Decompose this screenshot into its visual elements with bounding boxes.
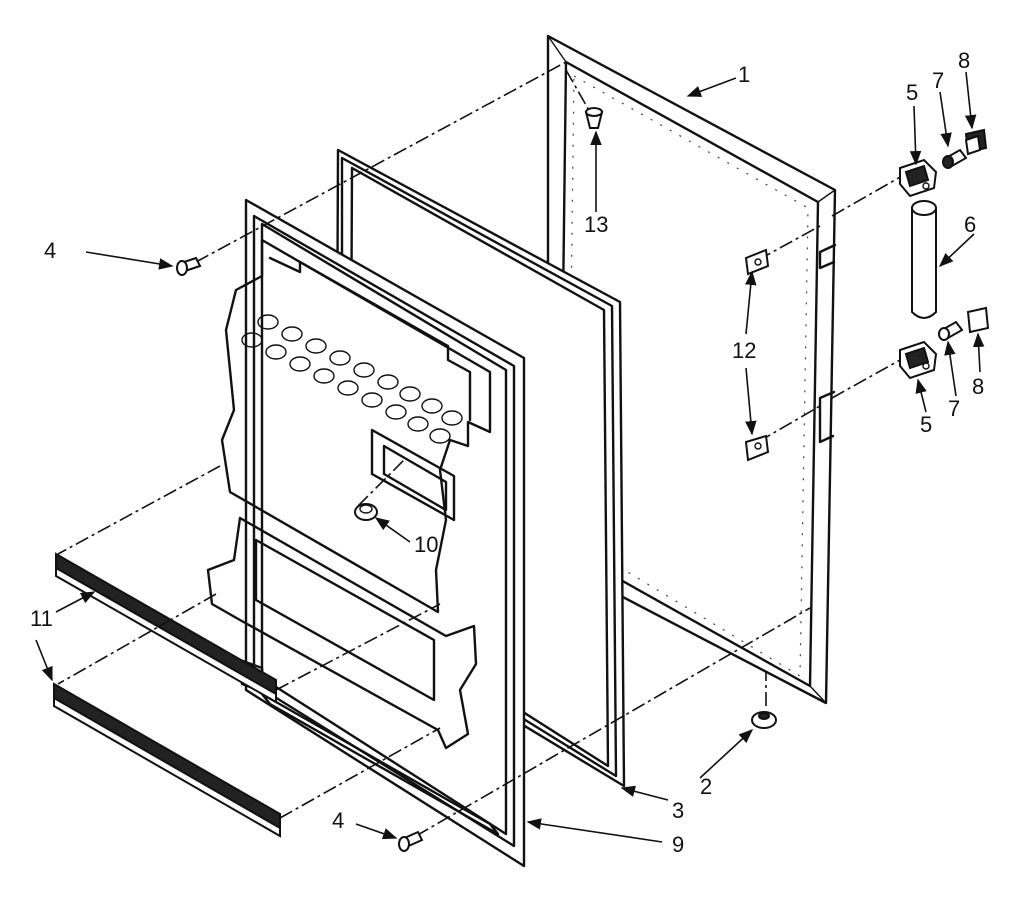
hinge-pin-lower	[938, 320, 964, 341]
callout-7-lower: 7	[948, 396, 960, 421]
shelf-knob	[354, 503, 378, 521]
callout-10: 10	[414, 532, 438, 557]
callout-5-upper: 5	[906, 80, 918, 105]
hinge-pin-upper	[942, 148, 968, 169]
inner-door-liner	[206, 198, 526, 868]
egg-tray	[241, 314, 463, 444]
shelf-rail-lower	[53, 682, 281, 838]
hinge-bracket-upper	[899, 158, 938, 198]
door-handle-rod	[911, 200, 937, 319]
hinge-clip-lower	[744, 434, 770, 462]
callout-5-lower: 5	[920, 412, 932, 437]
leader-arrows	[35, 71, 985, 843]
hinge-clip-upper	[744, 248, 770, 276]
shelf-rail-upper	[55, 552, 277, 704]
callout-3: 3	[672, 798, 684, 823]
callout-6: 6	[964, 212, 976, 237]
screw-lower	[398, 830, 424, 852]
callout-1: 1	[738, 62, 750, 87]
plug-button	[584, 107, 604, 129]
callout-2: 2	[700, 774, 712, 799]
callout-4-lower: 4	[332, 808, 344, 833]
screw-upper	[176, 256, 202, 276]
callout-4-upper: 4	[44, 238, 56, 263]
callout-13: 13	[584, 212, 608, 237]
callout-9: 9	[672, 832, 684, 857]
hinge-cap-lower	[966, 306, 990, 334]
callout-8-upper: 8	[958, 48, 970, 73]
door-stop-foot	[751, 711, 777, 729]
callout-12: 12	[732, 338, 756, 363]
hinge-bracket-lower	[899, 340, 938, 380]
assembly-lines	[57, 61, 903, 837]
callout-7-upper: 7	[932, 68, 944, 93]
hinge-cap-upper	[964, 128, 988, 156]
callout-8-lower: 8	[972, 374, 984, 399]
callout-11: 11	[30, 606, 53, 631]
